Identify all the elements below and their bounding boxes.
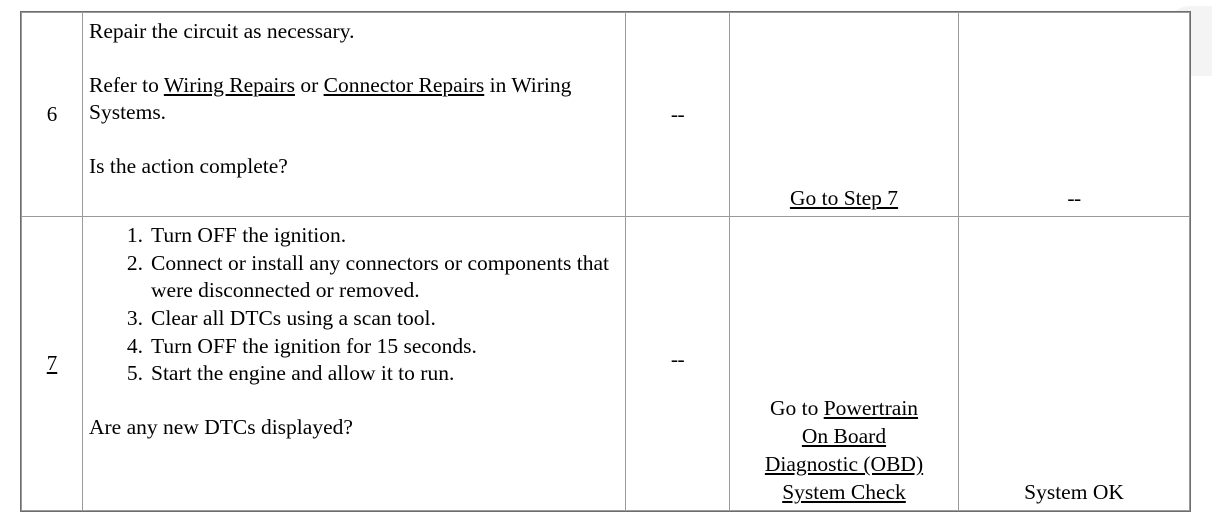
- refer-conjunction-text: or: [294, 72, 324, 97]
- list-item-number: 5.: [126, 361, 143, 386]
- action-question-6: Is the action complete?: [89, 153, 288, 178]
- diagnostic-procedure-table: 6 Repair the circuit as necessary. Refer…: [20, 11, 1191, 512]
- table-row: 6 Repair the circuit as necessary. Refer…: [21, 12, 1190, 217]
- list-item-number: 3.: [126, 305, 143, 330]
- paragraph-spacer: [89, 388, 621, 414]
- yes-line-2: On Board: [765, 423, 923, 451]
- list-item-number: 4.: [126, 333, 143, 358]
- action-question-7: Are any new DTCs displayed?: [89, 414, 353, 439]
- no-cell-7: System OK: [958, 216, 1190, 511]
- yes-cell-6: Go to Step 7: [729, 12, 959, 217]
- list-item-number: 2.: [126, 250, 143, 275]
- list-item-number: 1.: [126, 223, 143, 247]
- link-connector-repairs[interactable]: Connector Repairs: [323, 72, 485, 97]
- link-powertrain-obd-system-check-part4[interactable]: System Check: [782, 480, 906, 505]
- no-dash-6: --: [1067, 186, 1081, 211]
- paragraph-spacer: [89, 46, 621, 72]
- step-number-cell-7: 7: [21, 216, 83, 511]
- action-paragraph-refer: Refer to Wiring Repairs or Connector Rep…: [89, 72, 621, 127]
- no-cell-6: --: [958, 12, 1190, 217]
- link-step-number-7[interactable]: 7: [46, 351, 58, 375]
- list-item-text: Turn OFF the ignition.: [151, 223, 347, 247]
- action-step-list-7: 1. Turn OFF the ignition. 2. Connect or …: [89, 222, 621, 388]
- list-item-text: Turn OFF the ignition for 15 seconds.: [151, 333, 477, 358]
- yes-wrapper-7: Go to Powertrain On Board Diagnostic (OB…: [730, 217, 958, 510]
- action-cell-6: Repair the circuit as necessary. Refer t…: [82, 12, 626, 217]
- list-item: 1. Turn OFF the ignition.: [89, 222, 621, 250]
- step-number-6: 6: [22, 13, 82, 216]
- action-paragraph-repair: Repair the circuit as necessary.: [89, 19, 355, 43]
- no-wrapper-7: System OK: [959, 217, 1189, 510]
- link-powertrain-obd-system-check-part3[interactable]: Diagnostic (OBD): [764, 452, 924, 477]
- no-wrapper-6: --: [959, 13, 1189, 216]
- link-powertrain-obd-system-check-part2[interactable]: On Board: [801, 424, 887, 449]
- value-dash-6: --: [670, 102, 685, 126]
- link-powertrain-obd-system-check-part1[interactable]: Powertrain: [823, 396, 919, 421]
- list-item: 3. Clear all DTCs using a scan tool.: [89, 305, 621, 333]
- go-to-prefix-text: Go to: [769, 396, 824, 421]
- refer-prefix-text: Refer to: [89, 72, 164, 97]
- yes-line-4: System Check: [765, 479, 923, 507]
- value-cell-7: --: [625, 216, 730, 511]
- value-wrapper-7: --: [626, 217, 729, 510]
- value-wrapper-6: --: [626, 13, 729, 216]
- list-item: 5. Start the engine and allow it to run.: [89, 360, 621, 388]
- step-number-text: 6: [46, 102, 58, 126]
- yes-line-3: Diagnostic (OBD): [765, 451, 923, 479]
- value-dash-7: --: [670, 347, 685, 371]
- yes-line-1: Go to Powertrain: [765, 395, 923, 423]
- step-number-7: 7: [22, 217, 82, 510]
- yes-cell-7: Go to Powertrain On Board Diagnostic (OB…: [729, 216, 959, 511]
- action-cell-7: 1. Turn OFF the ignition. 2. Connect or …: [82, 216, 626, 511]
- list-item-text: Start the engine and allow it to run.: [151, 361, 455, 386]
- step-number-cell-6: 6: [21, 12, 83, 217]
- link-wiring-repairs[interactable]: Wiring Repairs: [163, 72, 295, 97]
- table-row: 7 1. Turn OFF the ignition. 2.: [21, 216, 1190, 511]
- list-item-text: Clear all DTCs using a scan tool.: [151, 305, 436, 330]
- list-item-text: Connect or install any connectors or com…: [151, 250, 609, 303]
- link-go-to-step-7[interactable]: Go to Step 7: [789, 186, 899, 211]
- paragraph-spacer: [89, 127, 621, 153]
- yes-wrapper-6: Go to Step 7: [730, 13, 958, 216]
- value-cell-6: --: [625, 12, 730, 217]
- list-item: 4. Turn OFF the ignition for 15 seconds.: [89, 333, 621, 361]
- list-item: 2. Connect or install any connectors or …: [89, 250, 621, 305]
- no-text-7: System OK: [1024, 480, 1124, 505]
- refer-suffix-text: in Wiring Systems.: [89, 72, 572, 125]
